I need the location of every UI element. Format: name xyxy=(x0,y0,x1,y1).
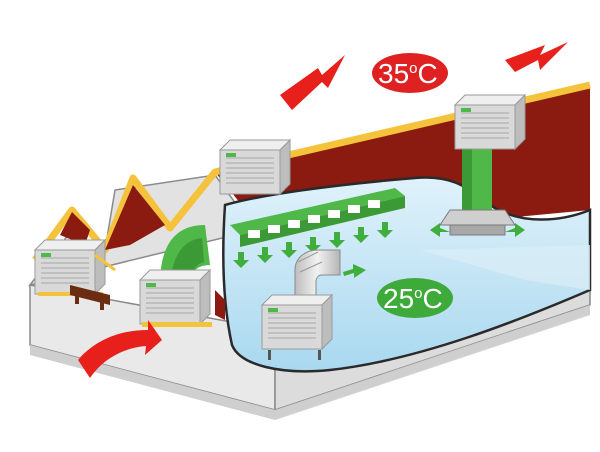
roof-cooler-middle xyxy=(219,139,291,195)
cool-air-arrow-icon xyxy=(343,264,366,278)
hot-air-arrow-icon xyxy=(78,42,568,378)
outdoor-temperature-badge: 35oC xyxy=(372,53,448,93)
cool-air-arrow-icon xyxy=(430,223,525,237)
rooftop-cooler-right xyxy=(439,94,526,236)
outdoor-temp-value: 35 xyxy=(378,58,409,89)
wall-cooler-center xyxy=(139,269,225,327)
outdoor-temp-unit: C xyxy=(418,58,438,89)
ceiling-duct xyxy=(230,188,405,247)
indoor-temp-unit: C xyxy=(423,283,443,314)
svg-text:25oC: 25oC xyxy=(383,283,443,314)
indoor-temp-value: 25 xyxy=(383,283,414,314)
cool-air-arrow-icon xyxy=(233,222,393,268)
indoor-temperature-badge: 25oC xyxy=(377,278,453,318)
svg-text:35oC: 35oC xyxy=(378,58,438,89)
indoor-cooler xyxy=(261,249,341,360)
small-window xyxy=(70,285,110,310)
outdoor-temp-degree: o xyxy=(409,60,417,77)
indoor-temp-degree: o xyxy=(414,285,422,302)
